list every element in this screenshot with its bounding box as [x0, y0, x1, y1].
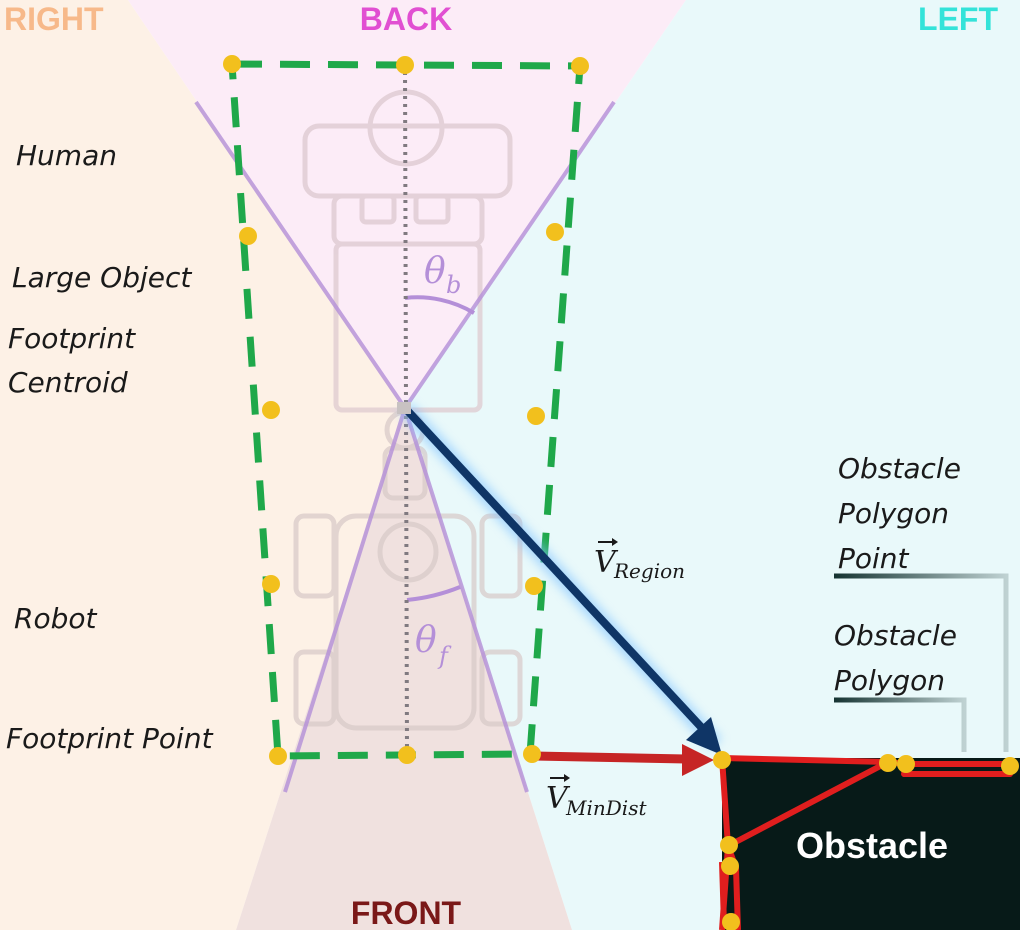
min-dist-arrowhead: [682, 744, 714, 776]
leader-lines-right: [834, 573, 1009, 752]
theta-b-label: θ b: [424, 251, 461, 299]
obstacle-polygon-point: [879, 754, 897, 772]
footprint-point: [571, 57, 589, 75]
right-region-label: RIGHT: [4, 1, 104, 37]
footprint-point: [262, 575, 280, 593]
svg-text:V: V: [546, 781, 571, 816]
human-label: Human: [16, 139, 117, 172]
obstacle-label: Obstacle: [796, 825, 948, 866]
svg-text:θ: θ: [415, 620, 437, 661]
footprint-point-label: Footprint Point: [6, 722, 214, 755]
robot-label: Robot: [14, 602, 97, 635]
obstacle-polygon-point: [721, 857, 739, 875]
footprint-point: [269, 747, 287, 765]
obstacle-body: [722, 758, 1020, 930]
obstacle-polygon-point: [897, 755, 915, 773]
obstacle-polygon-point: [720, 836, 738, 854]
svg-text:V: V: [594, 545, 619, 580]
large-object-label: Large Object: [12, 261, 192, 294]
obstacle-polygon-label-line1: Obstacle: [834, 619, 957, 652]
obstacle-polygon-point-label-line1: Obstacle: [838, 452, 961, 485]
svg-text:b: b: [446, 271, 461, 299]
svg-text:MinDist: MinDist: [565, 796, 647, 820]
obstacle-polygon-label-line2: Polygon: [834, 664, 945, 697]
svg-text:θ: θ: [424, 251, 446, 292]
obstacle-polygon-point-label-line2: Polygon: [838, 497, 949, 530]
obstacle-polygon-point: [1001, 757, 1019, 775]
footprint-point: [396, 56, 414, 74]
footprint-point: [398, 746, 416, 764]
obstacle-polygon-point: [722, 913, 740, 930]
back-region-label: BACK: [360, 1, 452, 37]
cone-lines: [194, 100, 616, 793]
theta-f-arc: [406, 585, 461, 602]
footprint-point: [523, 745, 541, 763]
obstacle-polygon-point: [713, 751, 731, 769]
footprint-centroid-label-line2: Centroid: [8, 366, 128, 399]
footprint-point: [546, 223, 564, 241]
footprint-point: [223, 55, 241, 73]
obstacle-polygon-point-label-line3: Point: [838, 542, 910, 575]
theta-b-arc: [404, 295, 476, 315]
front-region: [236, 408, 572, 930]
left-region-label: LEFT: [918, 1, 998, 37]
footprint-point: [239, 227, 257, 245]
footprint-centroid: [397, 402, 411, 414]
footprint-point: [262, 401, 280, 419]
v-region-label: V Region: [594, 538, 685, 583]
footprint-centroid-label-line1: Footprint: [8, 322, 136, 355]
back-region: [128, 0, 686, 408]
svg-text:Region: Region: [613, 559, 685, 583]
footprint-point: [525, 577, 543, 595]
right-region: [0, 0, 405, 930]
min-dist-vector: [533, 751, 687, 764]
region-vector-arrowhead: [686, 717, 722, 755]
region-vector: [402, 405, 705, 731]
v-mindist-label: V MinDist: [546, 774, 647, 820]
footprint-point: [527, 407, 545, 425]
front-region-label: FRONT: [351, 895, 462, 930]
vertex-dots: [223, 55, 1019, 930]
